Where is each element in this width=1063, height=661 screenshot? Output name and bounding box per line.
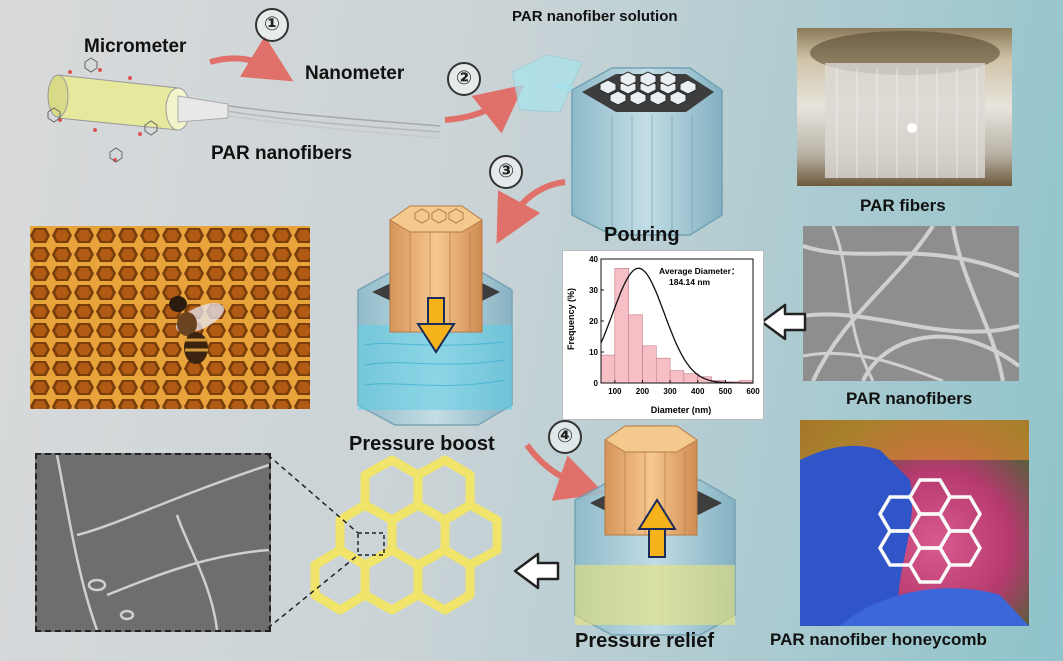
- arrow-to-solution: [444, 84, 525, 134]
- pressure-boost-container: [357, 205, 513, 426]
- pouring-container: [571, 67, 723, 236]
- arrow-down-icon: [416, 297, 456, 354]
- fiber-cylinder-illustration: [47, 57, 441, 163]
- histogram-bar: [655, 357, 671, 384]
- x-tick-label: 600: [746, 387, 760, 396]
- sem-nanofibers-image: [803, 226, 1019, 381]
- pouring-label: Pouring: [604, 224, 680, 246]
- chart-ylabel: Frequency (%): [566, 288, 576, 350]
- pressure-boost-label: Pressure boost: [349, 433, 495, 455]
- step-3-badge: ③: [489, 155, 523, 189]
- arrow-boost-to-relief: [524, 443, 606, 501]
- hollow-arrow-left-icon: [513, 552, 560, 590]
- step-2-badge: ②: [447, 62, 481, 96]
- y-tick-label: 0: [594, 379, 599, 388]
- pressure-relief-container: [574, 425, 736, 636]
- x-tick-label: 100: [608, 387, 622, 396]
- histogram-panel: 100 200 300 400 500 600 0 10 20 30 40 Diameter (n…: [562, 250, 764, 420]
- arrow-micro-to-nano: [209, 35, 294, 82]
- zoom-line-bottom: [267, 554, 359, 629]
- nanometer-label: Nanometer: [305, 63, 405, 84]
- x-tick-label: 300: [663, 387, 677, 396]
- piston-up: [604, 425, 698, 536]
- par-fibers-label: PAR fibers: [860, 196, 946, 215]
- chart-xlabel: Diameter (nm): [651, 405, 712, 415]
- micrometer-label: Micrometer: [84, 36, 187, 57]
- histogram-bar: [683, 373, 699, 384]
- x-tick-label: 200: [636, 387, 650, 396]
- par-fibers-photo: [797, 28, 1012, 186]
- sem-zoom-image: [35, 453, 271, 632]
- y-tick-label: 40: [589, 255, 598, 264]
- x-tick-label: 500: [719, 387, 733, 396]
- x-tick-label: 400: [691, 387, 705, 396]
- honeycomb-hand-photo: [800, 420, 1029, 626]
- step-1-badge: ①: [255, 8, 289, 42]
- hollow-arrow-left-icon: [760, 303, 807, 341]
- solution-label: PAR nanofiber solution: [512, 8, 678, 25]
- bee-honeycomb-photo: [30, 226, 310, 409]
- honeycomb-label: PAR nanofiber honeycomb: [770, 630, 987, 649]
- histogram-bar: [628, 314, 643, 384]
- y-tick-label: 10: [589, 348, 598, 357]
- step-4-badge: ④: [548, 420, 582, 454]
- histogram-bar: [669, 370, 685, 384]
- y-tick-label: 20: [589, 317, 598, 326]
- par-nanofibers-label-right: PAR nanofibers: [846, 389, 973, 408]
- chart-annotation: Average Diameter：184.14 nm: [659, 266, 739, 287]
- bee-icon: [169, 296, 225, 364]
- y-tick-label: 30: [589, 286, 598, 295]
- arrow-pour-to-boost: [496, 179, 566, 244]
- yellow-honeycomb-structure: [310, 455, 502, 615]
- arrow-up-icon: [637, 498, 677, 558]
- zoom-line-top: [267, 454, 359, 534]
- histogram-bar: [600, 354, 616, 384]
- par-nanofibers-label-top: PAR nanofibers: [211, 143, 353, 164]
- histogram-bar: [614, 267, 629, 384]
- histogram-bar: [642, 345, 657, 384]
- pressure-relief-label: Pressure relief: [575, 630, 714, 652]
